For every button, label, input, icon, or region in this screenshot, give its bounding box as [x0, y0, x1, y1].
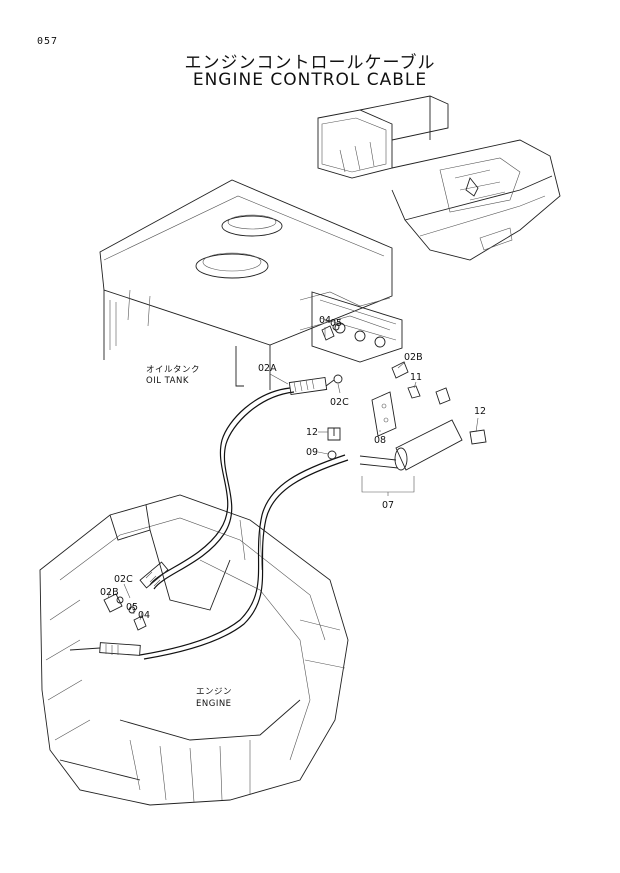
lever-assembly	[103, 323, 487, 631]
engine-label-en: ENGINE	[196, 699, 232, 709]
part-label-02c-top: 02C	[330, 397, 349, 408]
part-label-09: 09	[306, 447, 318, 458]
part-label-11: 11	[410, 372, 422, 383]
engine-illustration	[39, 494, 349, 806]
title-japanese: エンジンコントロールケーブル	[184, 53, 436, 73]
part-label-04-bottom: 04	[138, 610, 150, 621]
oil-tank-label-jp: オイルタンク	[146, 365, 200, 375]
part-label-12-right: 12	[474, 406, 486, 417]
oil-tank-label-en: OIL TANK	[146, 376, 189, 386]
part-label-02b-top: 02B	[404, 352, 423, 363]
part-label-04-top: 04	[319, 315, 331, 326]
part-label-02c-bottom: 02C	[114, 574, 133, 585]
page-number: 057	[37, 36, 59, 47]
excavator-overview-illustration	[317, 95, 561, 261]
part-label-05-bottom: 05	[126, 602, 138, 613]
oil-tank-illustration	[99, 179, 403, 390]
part-label-02a: 02A	[258, 363, 277, 374]
engine-label-jp: エンジン	[196, 687, 232, 697]
title-english: ENGINE CONTROL CABLE	[192, 70, 428, 90]
part-label-12-left: 12	[306, 427, 318, 438]
part-label-05-top: 05	[330, 318, 342, 329]
part-label-07: 07	[382, 500, 394, 511]
part-label-08: 08	[374, 435, 386, 446]
control-cable	[69, 374, 349, 660]
part-label-02b-bottom: 02B	[100, 587, 119, 598]
leader-lines	[107, 319, 479, 621]
